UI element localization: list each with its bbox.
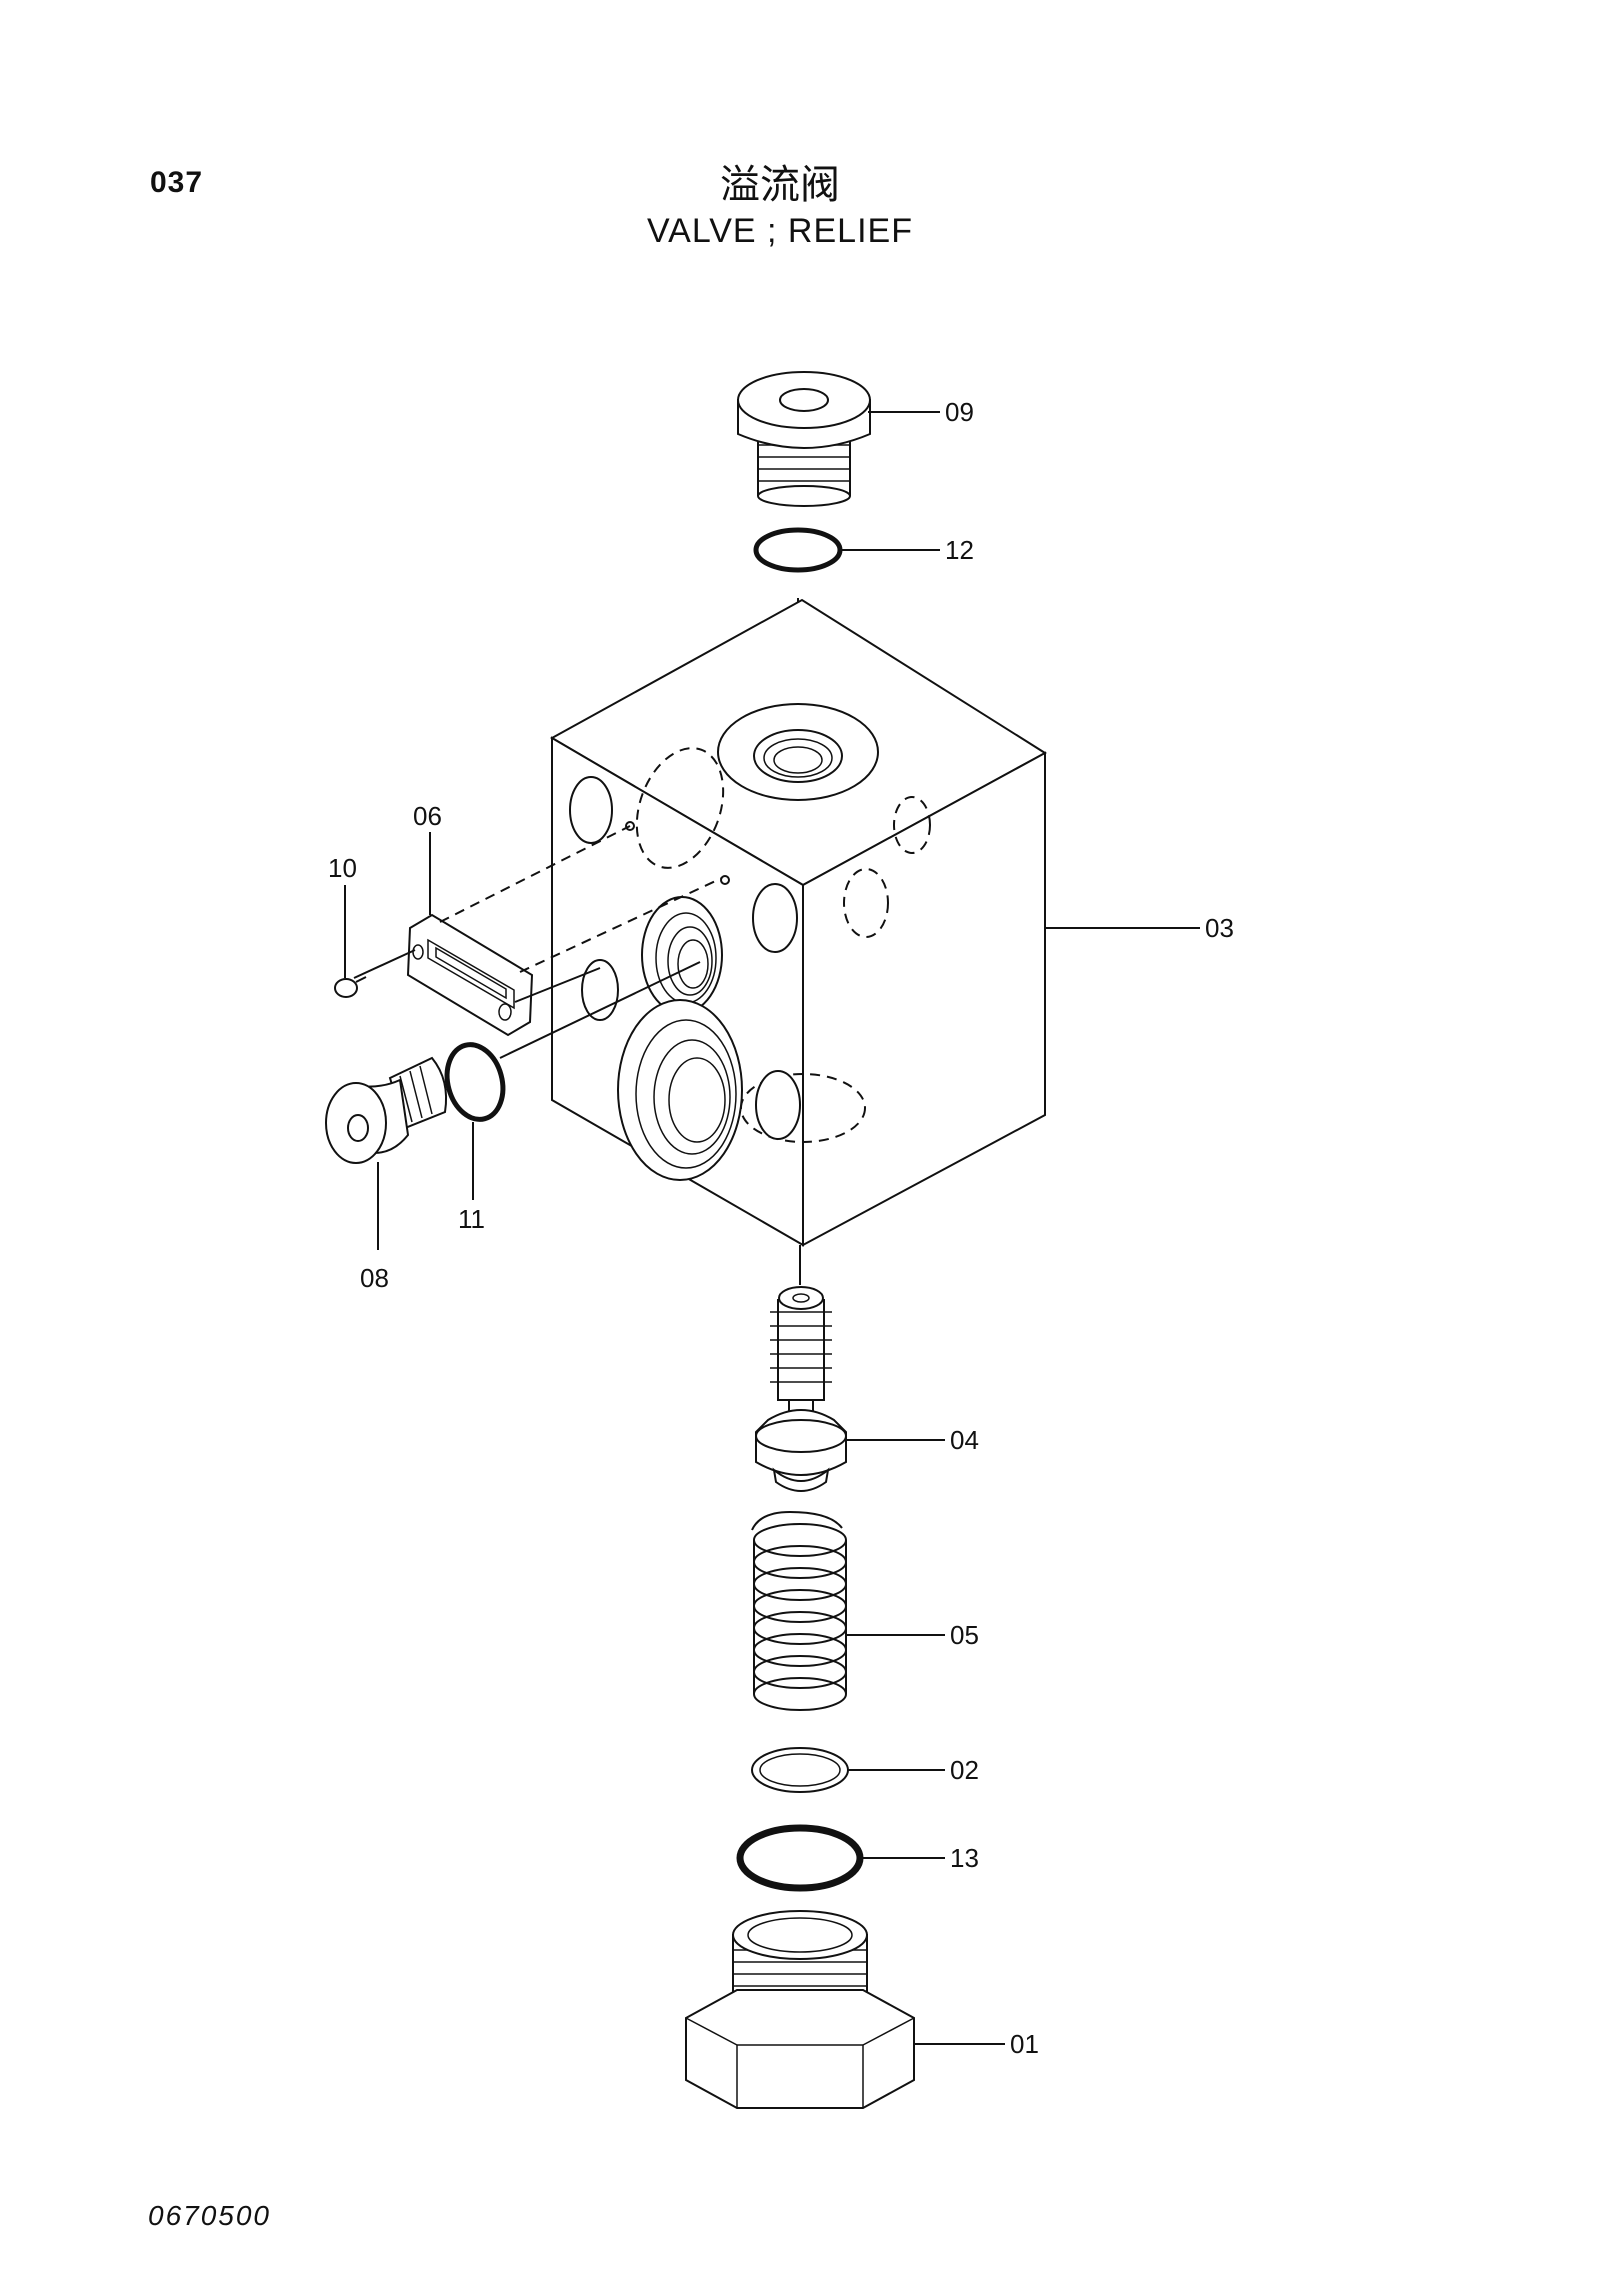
callout-03: 03	[1205, 913, 1234, 943]
part-09-plug	[737, 371, 871, 507]
part-06-plate	[406, 913, 534, 1037]
part-05-spring	[751, 1510, 847, 1711]
callout-08: 08	[360, 1263, 389, 1293]
document-code: 0670500	[148, 2200, 272, 2231]
part-03-valve-body	[549, 598, 1047, 1247]
callout-06: 06	[413, 801, 442, 831]
callout-02: 02	[950, 1755, 979, 1785]
part-04-poppet	[755, 1286, 847, 1492]
callout-01: 01	[1010, 2029, 1039, 2059]
callout-09: 09	[945, 397, 974, 427]
title-english: VALVE ; RELIEF	[647, 212, 913, 250]
part-01-hex-plug	[685, 1910, 915, 2109]
callout-13: 13	[950, 1843, 979, 1873]
part-13-o-ring	[736, 1824, 864, 1892]
callout-12: 12	[945, 535, 974, 565]
title-chinese: 溢流阀	[720, 162, 840, 208]
part-08-side-plug	[325, 1056, 448, 1164]
callout-11: 11	[458, 1204, 485, 1234]
part-11-o-ring	[444, 1042, 506, 1122]
part-12-o-ring	[753, 527, 843, 573]
callout-10: 10	[328, 853, 357, 883]
page-number: 037	[150, 166, 204, 199]
part-02-backup-ring	[751, 1747, 849, 1793]
part-10-screw	[334, 976, 367, 998]
callout-04: 04	[950, 1425, 979, 1455]
callout-05: 05	[950, 1620, 979, 1650]
